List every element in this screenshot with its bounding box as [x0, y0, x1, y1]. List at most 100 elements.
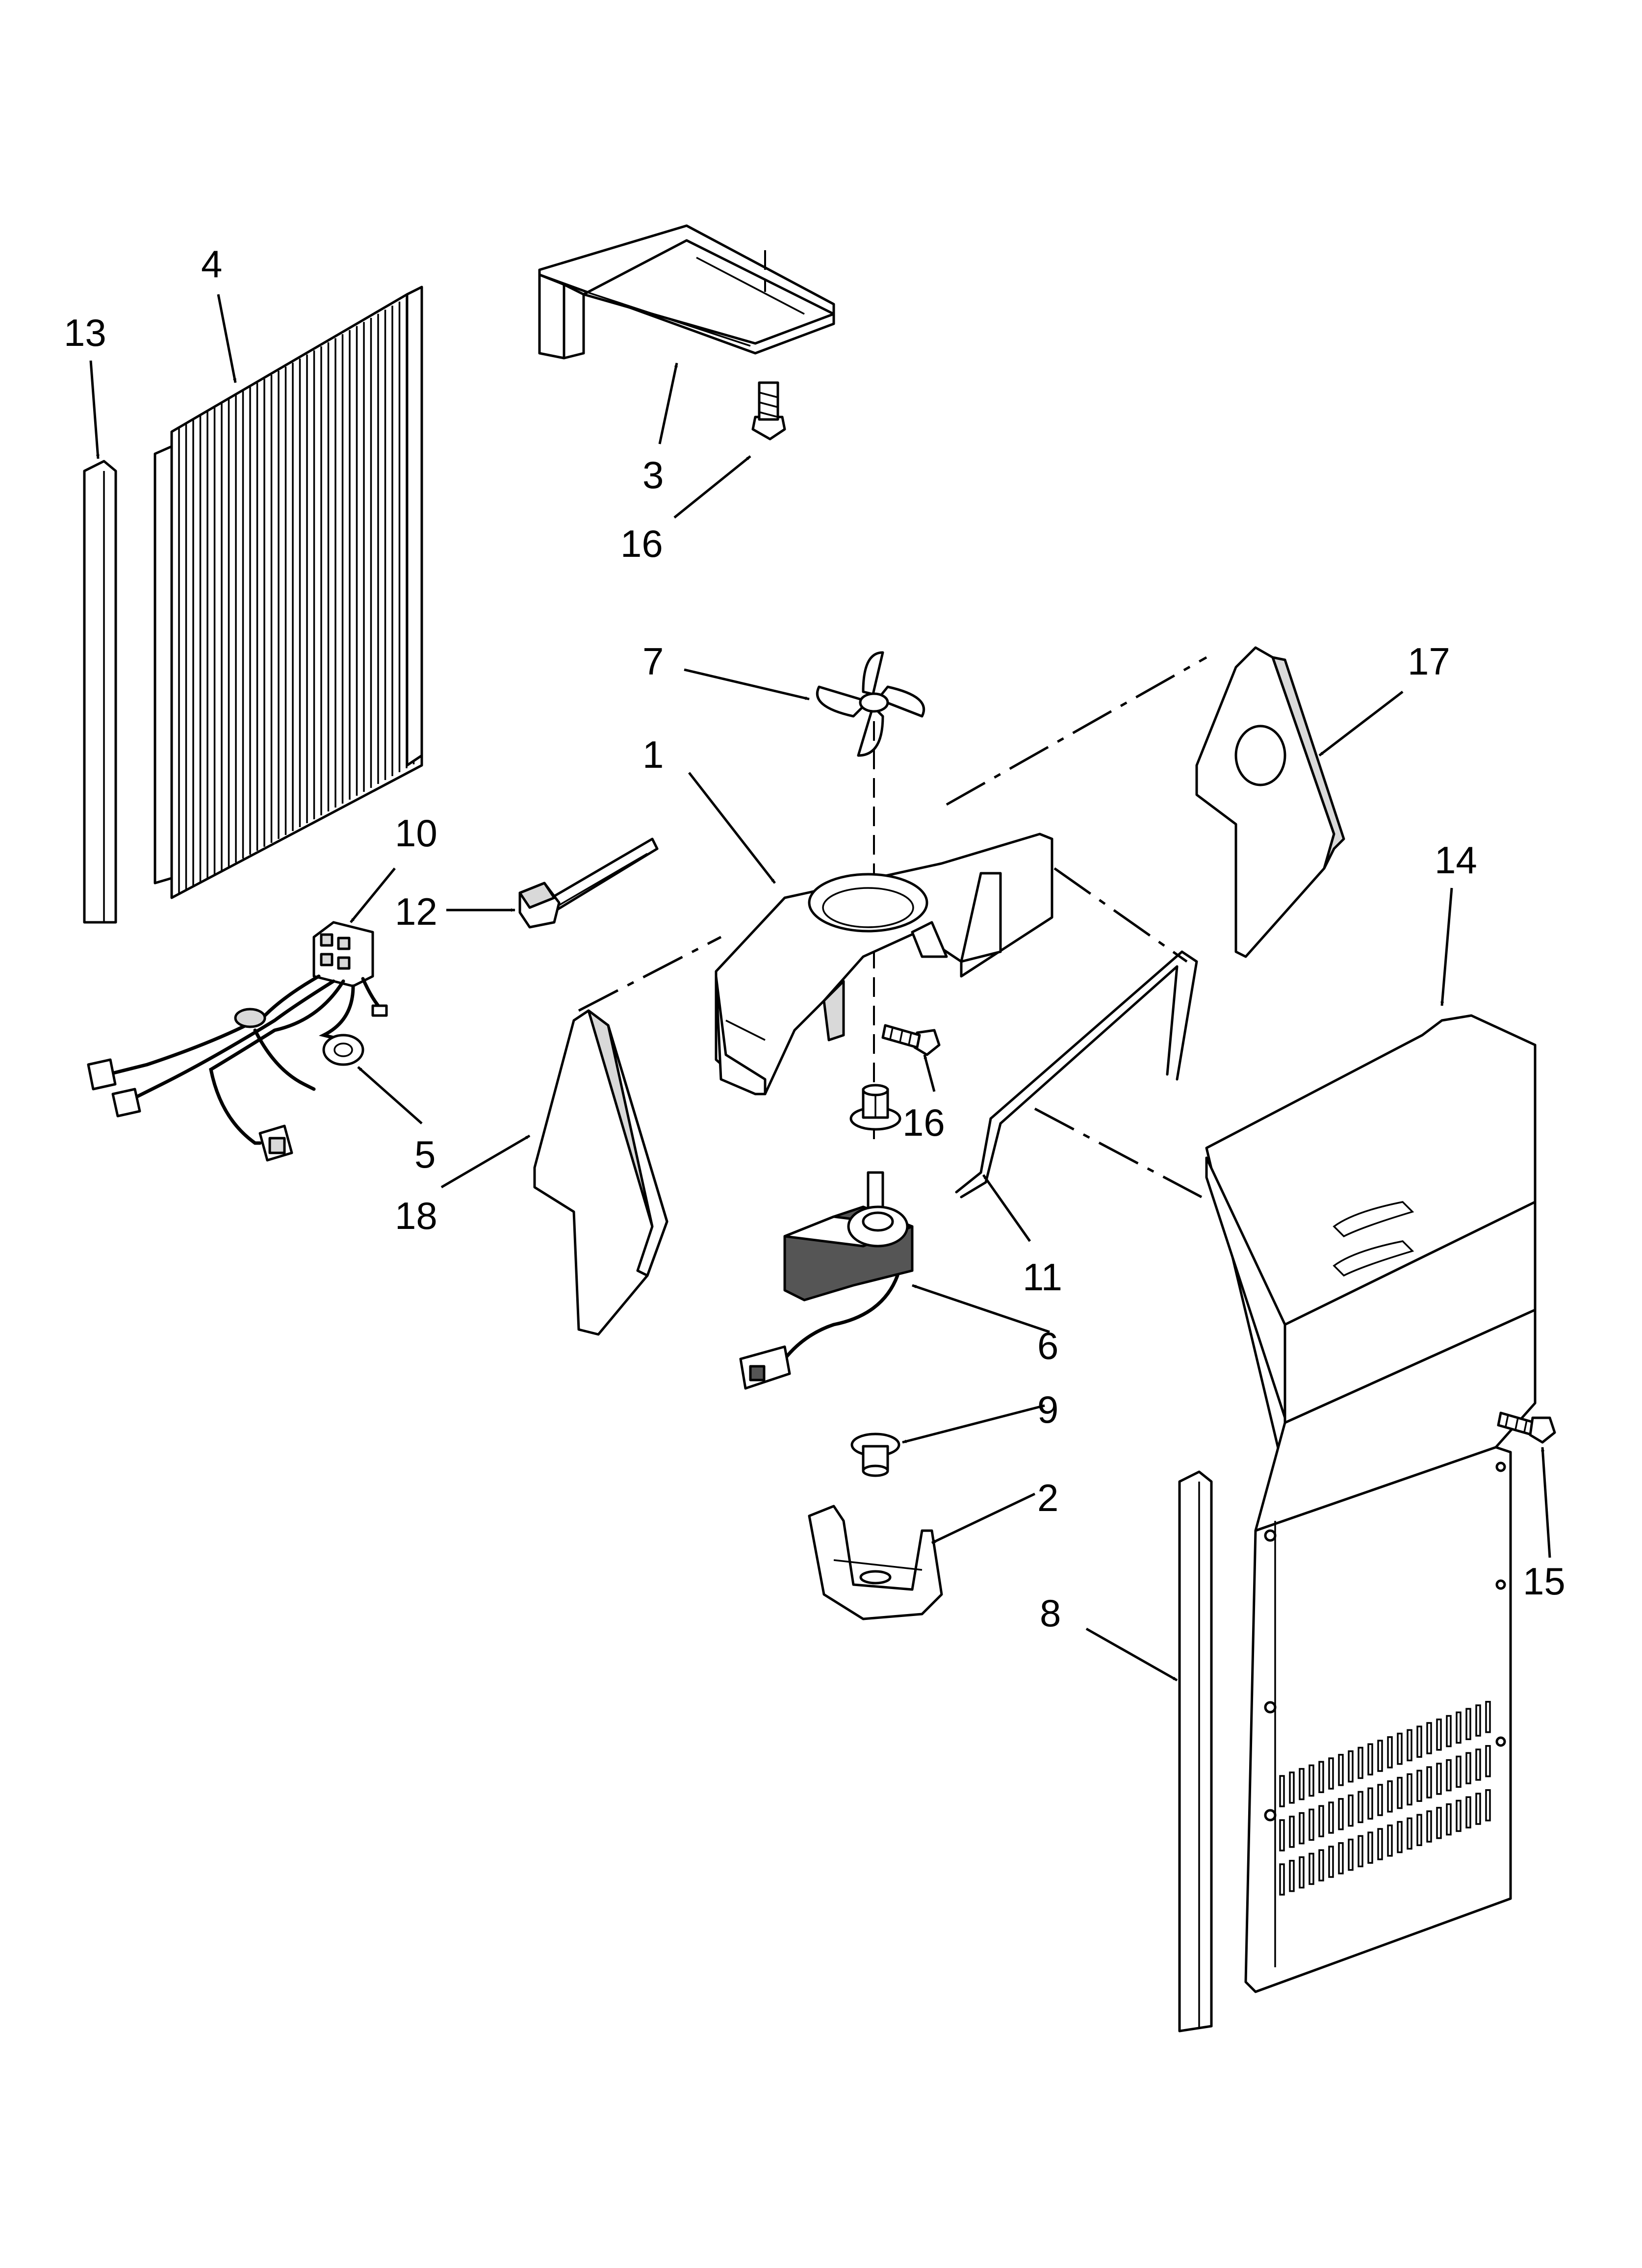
vent-slot: [1387, 1736, 1393, 1769]
vent-slot: [1308, 1852, 1314, 1885]
vent-slot: [1318, 1805, 1324, 1837]
vent-slot: [1348, 1838, 1354, 1871]
vent-slot: [1318, 1761, 1324, 1793]
vent-slot: [1436, 1719, 1442, 1751]
part-9-grommet-lower: [850, 1433, 900, 1477]
vent-slot: [1318, 1849, 1324, 1881]
vent-slot: [1456, 1711, 1462, 1744]
part-1-fan-shroud: [715, 833, 1053, 1095]
vent-slot: [1416, 1814, 1422, 1846]
callout-16-middle: 16: [902, 1101, 945, 1144]
vent-slot: [1456, 1799, 1462, 1832]
vent-slot: [1416, 1770, 1422, 1802]
vent-slot: [1416, 1725, 1422, 1758]
part-8-gasket-strip: [1178, 1470, 1213, 2033]
part-16-screw-middle: [881, 1024, 941, 1056]
vent-slot: [1299, 1856, 1305, 1889]
vent-slot: [1308, 1764, 1314, 1797]
callout-18: 18: [395, 1194, 437, 1237]
leader-arrows: [89, 294, 1551, 1682]
vent-slot: [1407, 1817, 1412, 1850]
vent-slot: [1289, 1816, 1295, 1848]
vent-slot: [1426, 1722, 1432, 1754]
part-15-screw: [1497, 1411, 1556, 1444]
vent-slot: [1475, 1793, 1481, 1825]
vent-slot: [1465, 1708, 1471, 1740]
vent-slot: [1299, 1768, 1305, 1800]
callout-5: 5: [414, 1133, 436, 1176]
vent-slot: [1485, 1701, 1491, 1733]
vent-slot: [1338, 1798, 1344, 1830]
callout-17: 17: [1408, 640, 1450, 683]
vent-slot: [1397, 1776, 1403, 1809]
callout-4: 4: [201, 242, 222, 286]
vent-slot: [1328, 1757, 1334, 1790]
callout-2: 2: [1037, 1476, 1058, 1519]
callout-15: 15: [1523, 1560, 1565, 1603]
vent-slot: [1446, 1803, 1452, 1836]
vent-slot: [1407, 1729, 1412, 1762]
vent-slot: [1299, 1812, 1305, 1845]
callout-3: 3: [642, 453, 664, 496]
vent-slot: [1328, 1801, 1334, 1834]
vent-slot: [1279, 1819, 1285, 1851]
vent-slot: [1485, 1745, 1491, 1777]
rear-cover-vents: [1279, 1701, 1491, 1896]
vent-slot: [1377, 1740, 1383, 1772]
part-3-air-diverter: [538, 224, 835, 360]
part-16-screw-top: [751, 381, 786, 441]
part-4-evaporator-panel: [154, 286, 423, 899]
vent-slot: [1456, 1755, 1462, 1788]
vent-slot: [1397, 1821, 1403, 1853]
vent-slot: [1377, 1784, 1383, 1816]
vent-slot: [1358, 1747, 1363, 1779]
vent-slot: [1465, 1796, 1471, 1828]
vent-slot: [1387, 1780, 1393, 1813]
vent-slot: [1446, 1715, 1452, 1747]
vent-slot: [1426, 1766, 1432, 1799]
part-10-wiring-harness: [87, 921, 388, 1162]
vent-slot: [1348, 1750, 1354, 1783]
vent-slot: [1387, 1825, 1393, 1857]
vent-slot: [1485, 1789, 1491, 1822]
vent-slot: [1367, 1831, 1373, 1864]
callout-11: 11: [1023, 1255, 1062, 1299]
part-motor-grommet-upper: [849, 1084, 901, 1131]
callout-16-top: 16: [620, 522, 663, 565]
vent-slot: [1308, 1808, 1314, 1841]
vent-slot: [1446, 1759, 1452, 1792]
assembly-alignment-lines: [578, 656, 1207, 1199]
evaporator-fins: [178, 293, 415, 894]
callout-14: 14: [1435, 838, 1477, 882]
part-2-motor-bracket: [808, 1505, 943, 1620]
part-14-rear-cover: [1205, 1014, 1537, 1993]
vent-slot: [1475, 1748, 1481, 1781]
callout-8: 8: [1040, 1591, 1061, 1635]
vent-slot: [1338, 1754, 1344, 1786]
vent-slot: [1338, 1842, 1344, 1875]
vent-slot: [1475, 1704, 1481, 1737]
vent-slot: [1348, 1794, 1354, 1827]
callout-7: 7: [642, 640, 664, 683]
vent-slot: [1279, 1863, 1285, 1896]
part-18-side-panel-left: [533, 1009, 668, 1336]
part-11-wire-retainer: [955, 950, 1198, 1199]
callout-12: 12: [395, 890, 437, 933]
vent-slot: [1367, 1743, 1373, 1775]
vent-slot: [1426, 1810, 1432, 1843]
callout-10: 10: [395, 811, 437, 855]
callout-13: 13: [64, 311, 106, 354]
vent-slot: [1367, 1787, 1373, 1820]
vent-slot: [1397, 1732, 1403, 1765]
vent-slot: [1436, 1763, 1442, 1795]
vent-slot: [1289, 1860, 1295, 1892]
part-13-gasket-strip: [83, 460, 117, 924]
vent-slot: [1436, 1807, 1442, 1839]
vent-slot: [1328, 1846, 1334, 1878]
vent-slot: [1279, 1775, 1285, 1807]
callout-6: 6: [1037, 1324, 1058, 1367]
part-6-fan-motor: [739, 1171, 914, 1390]
vent-slot: [1377, 1828, 1383, 1860]
vent-slot: [1407, 1773, 1412, 1806]
